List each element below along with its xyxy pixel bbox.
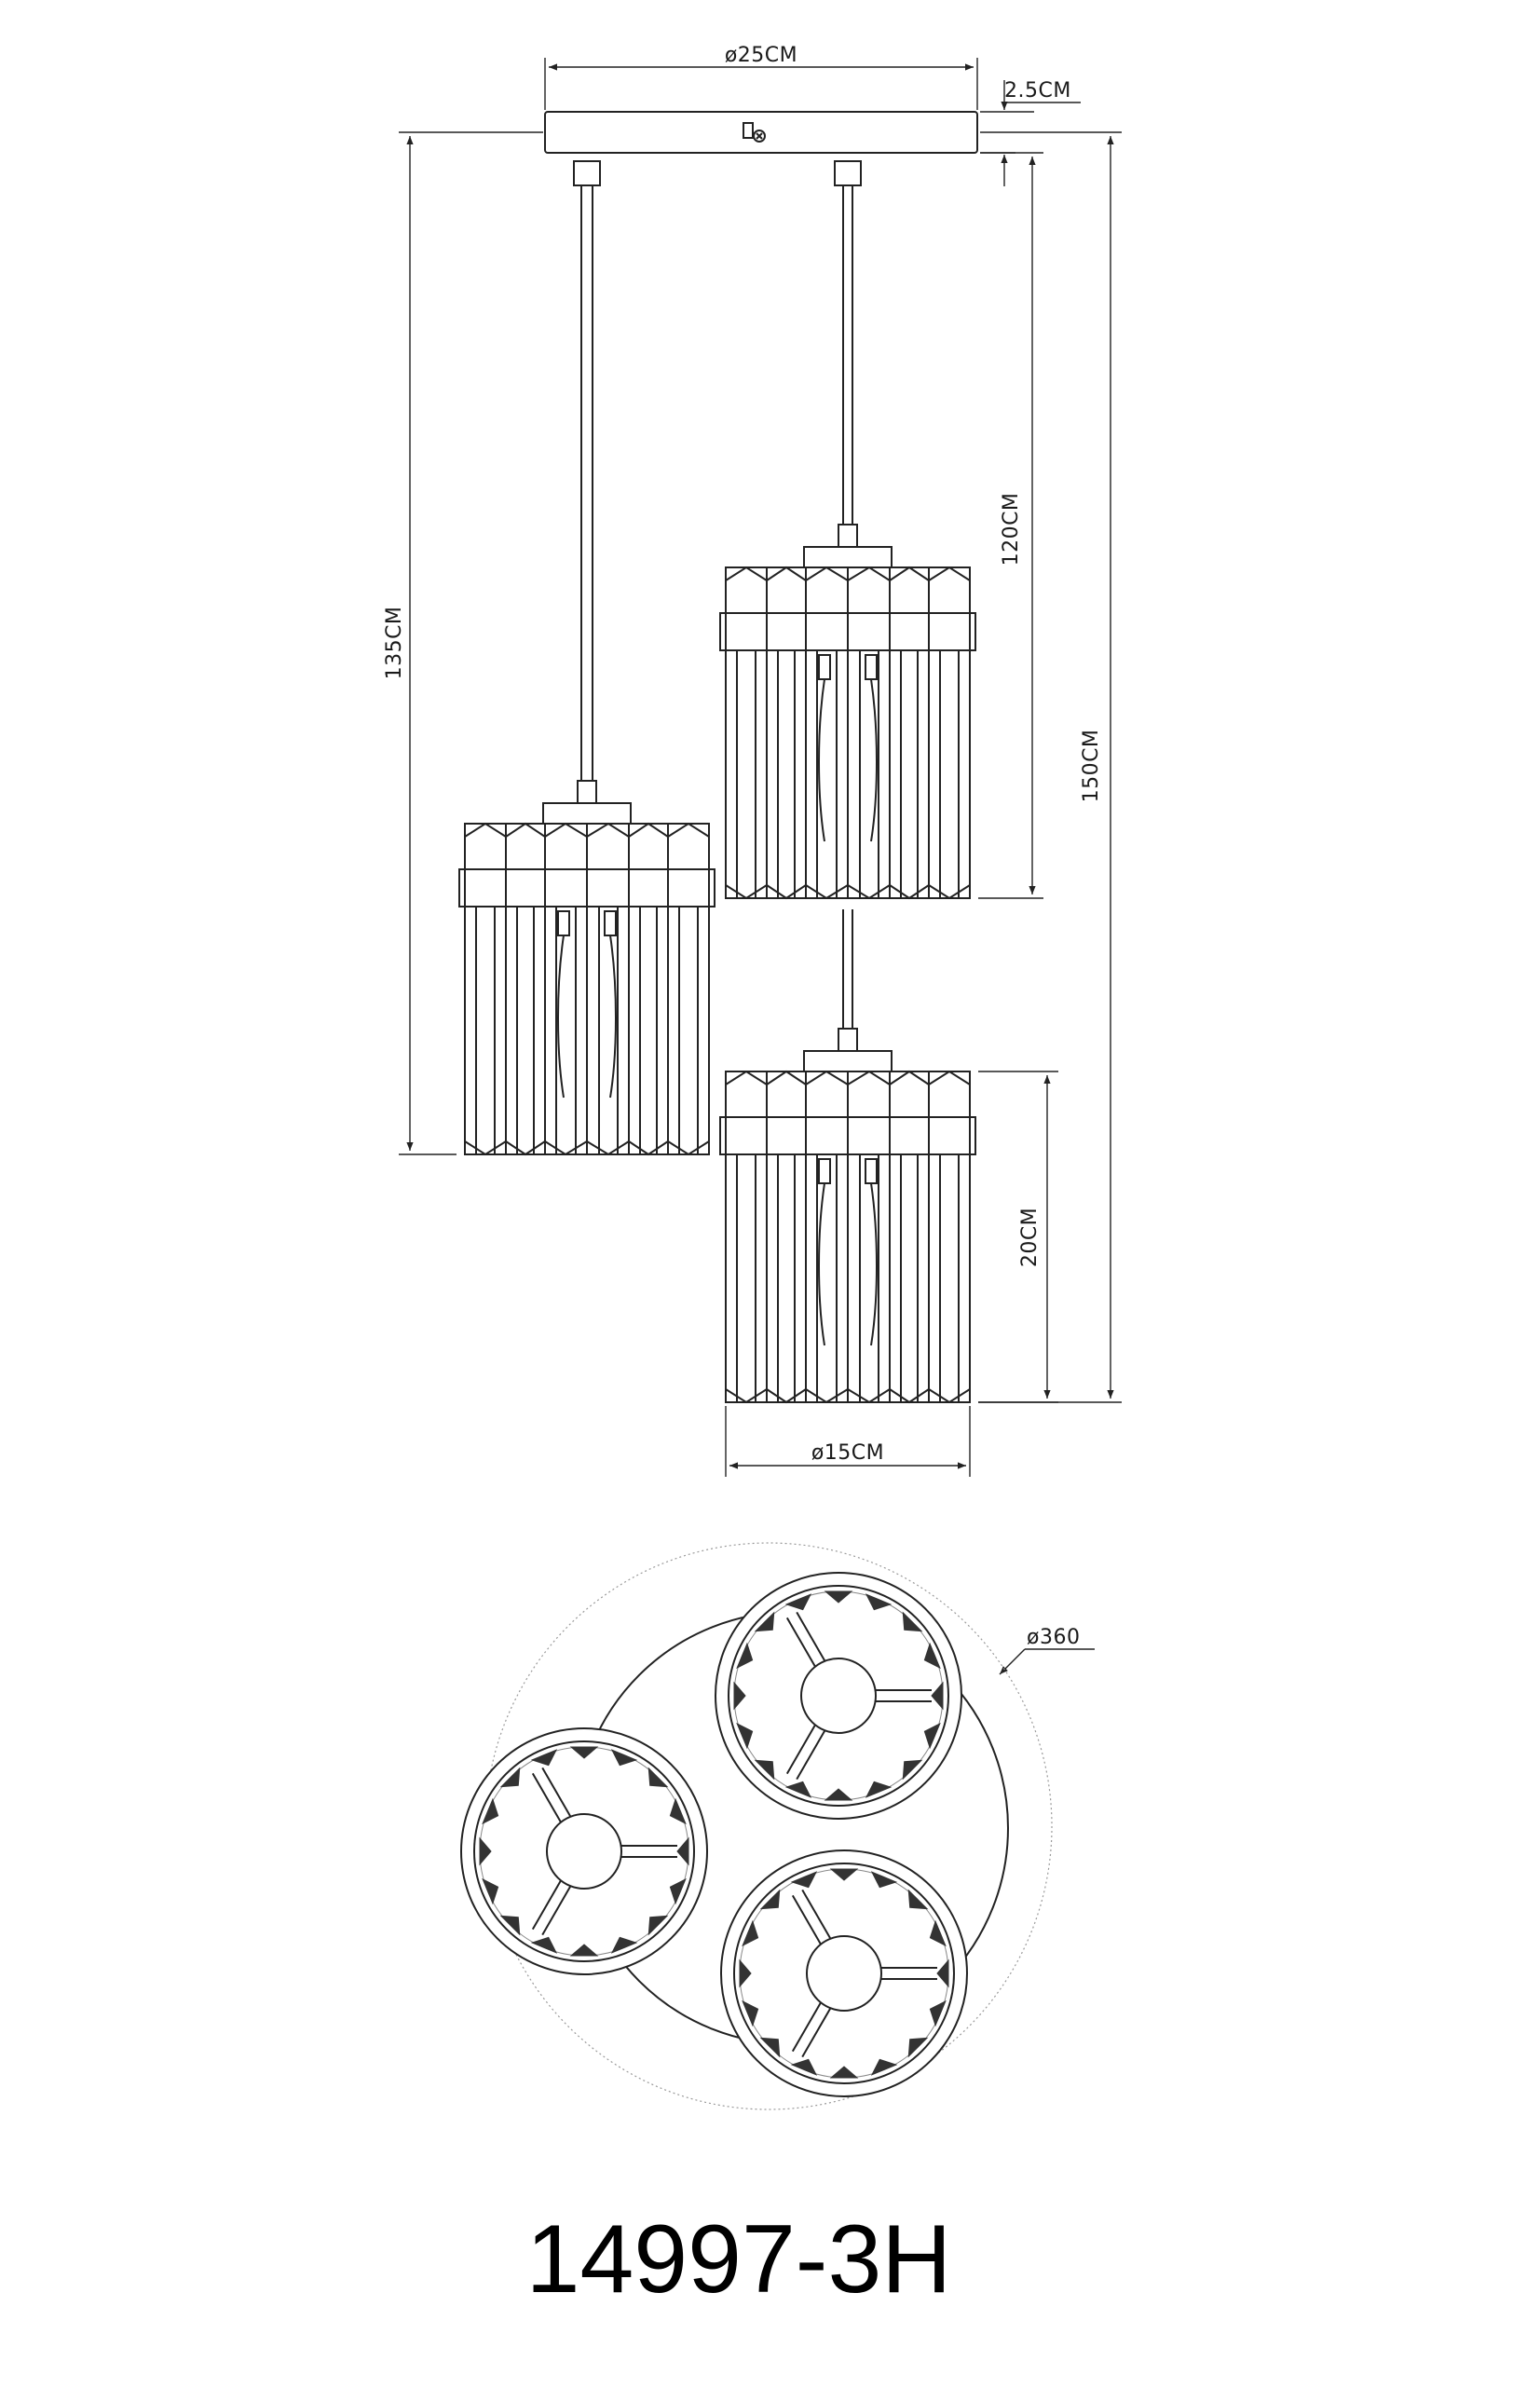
suspension-cords — [580, 185, 853, 1029]
label-canopy-height: 2.5CM — [1004, 79, 1071, 102]
dimension-left-drop — [399, 131, 543, 1155]
dimension-plan-diameter — [999, 1648, 1095, 1675]
label-plan-diameter: ø360 — [1027, 1626, 1080, 1649]
label-cord-length: 120CM — [1000, 493, 1023, 566]
label-total-height: 150CM — [1080, 730, 1103, 803]
dimension-shade-diameter — [725, 1406, 971, 1477]
ceiling-canopy — [544, 111, 978, 186]
plan-view — [460, 1542, 1053, 2110]
dimension-canopy-diameter — [544, 58, 978, 110]
plan-envelope-circle — [484, 1542, 1053, 2110]
label-shade-height: 20CM — [1018, 1208, 1042, 1267]
plan-shade-left — [460, 1727, 708, 1975]
dimension-shade-height — [978, 1071, 1058, 1403]
pendant-left — [458, 780, 715, 1156]
dimension-cord-length — [978, 152, 1043, 899]
model-number: 14997-3H — [526, 2205, 952, 2313]
label-left-drop: 135CM — [383, 607, 406, 680]
plan-shade-right — [720, 1849, 968, 2097]
pendant-center — [719, 524, 976, 900]
pendant-lower — [719, 1028, 976, 1404]
label-canopy-diameter: ø25CM — [725, 44, 797, 67]
plan-shade-top — [715, 1572, 962, 1820]
label-shade-diameter: ø15CM — [811, 1441, 884, 1465]
